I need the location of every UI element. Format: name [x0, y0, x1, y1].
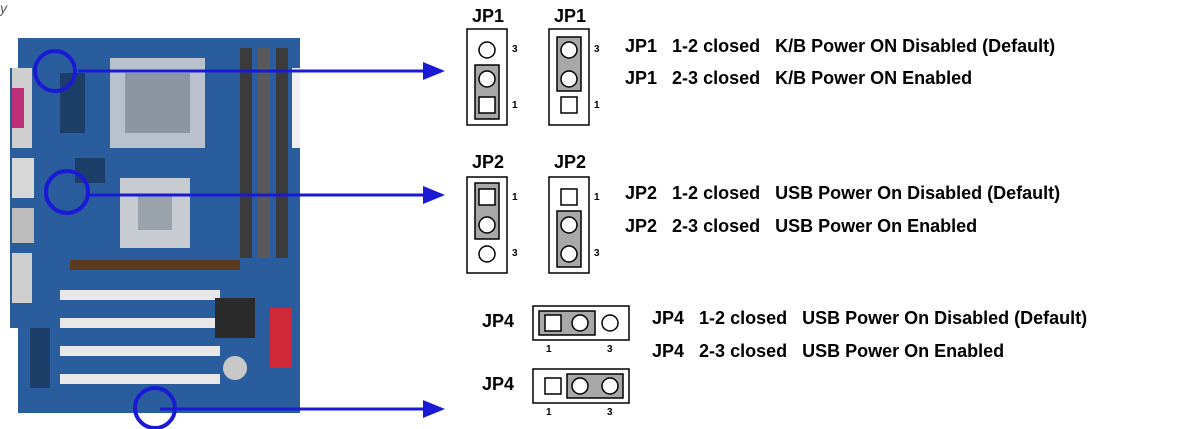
jp4-line-2-state: 2-3 closed — [699, 341, 788, 361]
jp2-line-2-state: 2-3 closed — [672, 216, 761, 236]
arrow-jp4 — [160, 400, 445, 418]
jp1-title-a: JP1 — [472, 6, 505, 26]
jp1-line-1-desc: K/B Power ON Disabled (Default) — [775, 36, 1056, 56]
jp1-a-pin-bottom: 1 — [512, 100, 518, 111]
figure-top-fragment: y — [0, 0, 7, 16]
jp1-line-2-desc: K/B Power ON Enabled — [775, 68, 973, 88]
jp4-title-b: JP4 — [482, 374, 515, 394]
jp2-line-1-desc: USB Power On Disabled (Default) — [775, 183, 1061, 203]
jp2-jumper-diagrams — [466, 176, 590, 274]
jp4-line-1-jumper: JP4 — [652, 308, 685, 328]
jp4-line-2: JP4 2-3 closed USB Power On Enabled — [652, 341, 1004, 362]
jp4-b-jumper-diagram — [532, 368, 630, 404]
jp2-a-pin-top: 1 — [512, 192, 518, 203]
jp2-b-pin-bottom: 3 — [594, 248, 600, 259]
jp1-line-1: JP1 1-2 closed K/B Power ON Disabled (De… — [625, 36, 1055, 57]
jp4-line-1-desc: USB Power On Disabled (Default) — [802, 308, 1088, 328]
jp2-title-b: JP2 — [554, 152, 587, 172]
jp4-a-jumper-diagram — [532, 305, 630, 341]
jp1-b-pin-top: 3 — [594, 44, 600, 55]
jp4-line-2-jumper: JP4 — [652, 341, 685, 361]
jp2-a-pin-bottom: 3 — [512, 248, 518, 259]
jp1-line-1-state: 1-2 closed — [672, 36, 761, 56]
jp1-line-2: JP1 2-3 closed K/B Power ON Enabled — [625, 68, 972, 89]
jp2-line-2: JP2 2-3 closed USB Power On Enabled — [625, 216, 977, 237]
jp2-b-pin-top: 1 — [594, 192, 600, 203]
jp1-line-2-state: 2-3 closed — [672, 68, 761, 88]
jp4-b-pin-left: 1 — [546, 407, 552, 418]
arrow-jp1 — [78, 62, 445, 80]
jp1-b-pin-bottom: 1 — [594, 100, 600, 111]
jp1-a-pin-top: 3 — [512, 44, 518, 55]
jp4-line-1: JP4 1-2 closed USB Power On Disabled (De… — [652, 308, 1087, 329]
jp1-title-b: JP1 — [554, 6, 587, 26]
jp1-line-2-jumper: JP1 — [625, 68, 658, 88]
jp4-a-pin-right: 3 — [607, 344, 613, 355]
jp4-line-1-state: 1-2 closed — [699, 308, 788, 328]
jp2-line-1-jumper: JP2 — [625, 183, 658, 203]
jp4-title-a: JP4 — [482, 311, 515, 331]
jp4-a-pin-left: 1 — [546, 344, 552, 355]
jp2-line-1-state: 1-2 closed — [672, 183, 761, 203]
jp4-b-pin-right: 3 — [607, 407, 613, 418]
jp1-line-1-jumper: JP1 — [625, 36, 658, 56]
arrow-jp2 — [88, 186, 445, 204]
jp2-title-a: JP2 — [472, 152, 505, 172]
jp2-line-2-jumper: JP2 — [625, 216, 658, 236]
jp2-line-2-desc: USB Power On Enabled — [775, 216, 978, 236]
jp2-line-1: JP2 1-2 closed USB Power On Disabled (De… — [625, 183, 1060, 204]
jp4-line-2-desc: USB Power On Enabled — [802, 341, 1005, 361]
jp1-jumper-diagrams — [466, 28, 590, 126]
motherboard-image — [10, 38, 300, 429]
